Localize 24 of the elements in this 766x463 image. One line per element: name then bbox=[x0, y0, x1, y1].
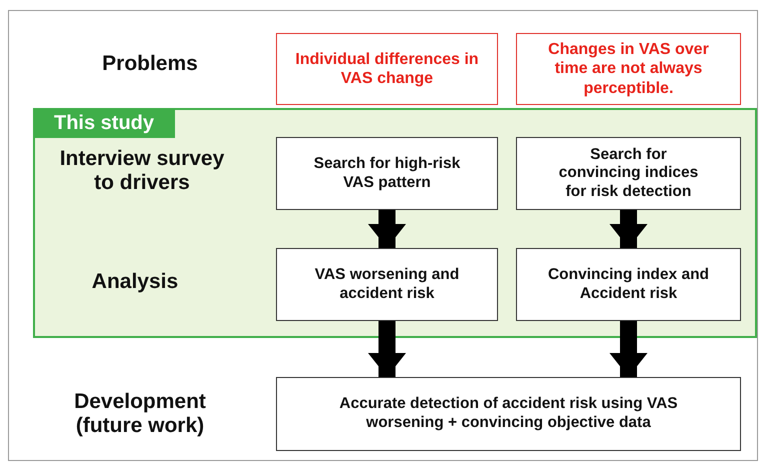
row-label: Development (future work) bbox=[73, 390, 207, 438]
process-box bbox=[276, 137, 498, 210]
box-text: Search for convincing indices for risk detection bbox=[558, 146, 700, 202]
block-arrow bbox=[368, 321, 406, 377]
box-text: Accurate detection of accident risk using VAS worsening + convincing objective data bbox=[338, 395, 678, 433]
box-text: Convincing index and Accident risk bbox=[546, 266, 710, 304]
box-text: VAS worsening and accident risk bbox=[314, 266, 460, 304]
region-heading-tab: This study bbox=[33, 108, 175, 138]
box-text: Search for high-risk VAS pattern bbox=[312, 154, 462, 192]
block-arrow bbox=[610, 321, 648, 377]
box-text: Individual differences in VAS change bbox=[294, 50, 480, 88]
row-label: Analysis bbox=[90, 270, 180, 294]
process-box bbox=[516, 137, 741, 210]
block-arrow bbox=[610, 210, 648, 248]
process-box bbox=[516, 248, 741, 321]
process-box bbox=[276, 377, 741, 451]
box-text: Changes in VAS over time are not always perceptible. bbox=[547, 40, 710, 98]
process-box bbox=[276, 248, 498, 321]
block-arrow bbox=[368, 210, 406, 248]
problem-box bbox=[276, 33, 498, 105]
problem-box bbox=[516, 33, 741, 105]
row-label: Interview survey to drivers bbox=[58, 147, 226, 196]
study-region bbox=[33, 108, 757, 338]
row-label: Problems bbox=[101, 52, 199, 76]
